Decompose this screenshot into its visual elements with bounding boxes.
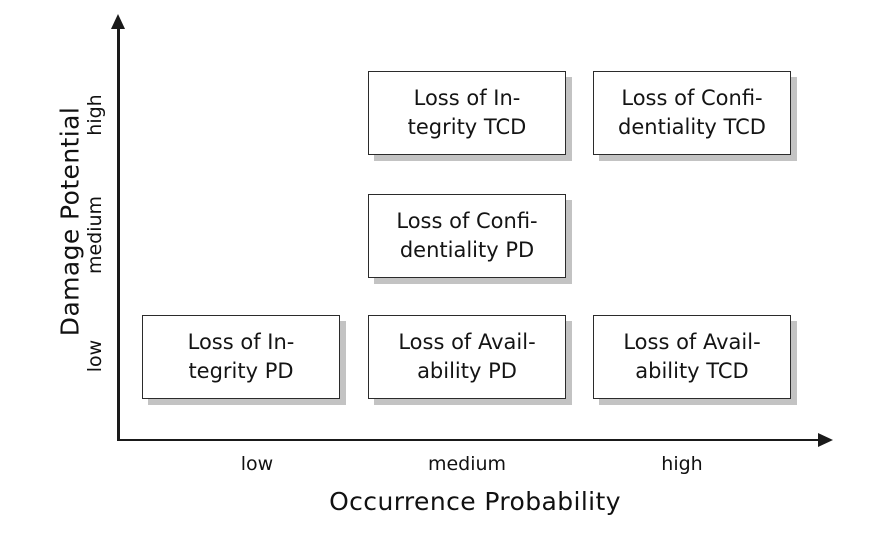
risk-box-line-2: dentiality PD: [399, 238, 535, 262]
x-tick-high: high: [661, 453, 703, 475]
risk-box-line-2: ability PD: [417, 359, 517, 383]
y-tick-medium: medium: [84, 195, 106, 275]
y-tick-high: high: [84, 94, 106, 136]
y-tick-low: low: [84, 339, 106, 373]
x-tick-low: low: [240, 453, 274, 475]
risk-box-line-1: Loss of Confi-: [396, 209, 538, 234]
y-axis-arrow-icon: [111, 14, 125, 29]
risk-box-line-1: Loss of In-: [413, 86, 521, 111]
x-axis-title: Occurrence Probability: [329, 487, 621, 516]
risk-box-line-2: dentiality TCD: [618, 115, 766, 139]
risk-box-line-1: Loss of Avail-: [623, 330, 761, 355]
risk-box-line-1: Loss of Avail-: [398, 330, 536, 355]
y-axis-title: Damage Potential: [55, 106, 85, 337]
x-axis-arrow-icon: [818, 432, 833, 447]
risk-box-confidentiality-tcd[interactable]: Loss of Confi- dentiality TCD: [593, 71, 791, 155]
x-tick-medium: medium: [427, 453, 507, 475]
risk-box-integrity-pd[interactable]: Loss of In- tegrity PD: [142, 315, 340, 399]
risk-box-line-2: tegrity TCD: [407, 115, 527, 139]
risk-box-integrity-tcd[interactable]: Loss of In- tegrity TCD: [368, 71, 566, 155]
risk-box-availability-tcd[interactable]: Loss of Avail- ability TCD: [593, 315, 791, 399]
risk-box-line-1: Loss of Confi-: [621, 86, 763, 111]
y-axis-line: [117, 26, 120, 441]
x-axis-line: [117, 438, 823, 441]
risk-box-confidentiality-pd[interactable]: Loss of Confi- dentiality PD: [368, 194, 566, 278]
risk-box-line-1: Loss of In-: [187, 330, 295, 355]
risk-box-line-2: ability TCD: [635, 359, 749, 383]
risk-box-availability-pd[interactable]: Loss of Avail- ability PD: [368, 315, 566, 399]
risk-box-line-2: tegrity PD: [188, 359, 294, 383]
